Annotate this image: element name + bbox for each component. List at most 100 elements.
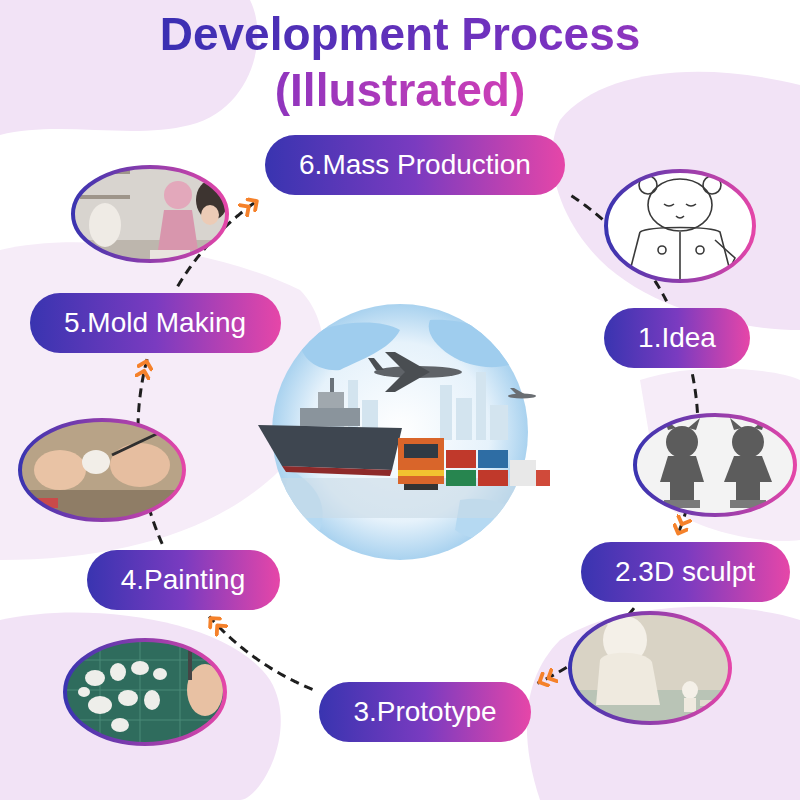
cargo-ship-part [258, 425, 402, 470]
parts-photo-part-part-part [111, 718, 129, 732]
workshop-photo-part [73, 167, 227, 261]
parts-photo-part-part-part [78, 687, 90, 697]
parts-photo-part-part-part [85, 670, 105, 686]
idea-sketch-part-part-part [625, 232, 640, 290]
idea-sketch-part [606, 171, 754, 281]
step-label: 6.Mass Production [299, 148, 531, 182]
process-pill: 4.Painting [87, 550, 280, 610]
containers [446, 450, 550, 486]
sculpt-render-part-part-part [660, 456, 704, 482]
process-pill: 6.Mass Production [265, 135, 565, 195]
workshop-photo-part-part [70, 160, 230, 270]
parts-photo-part [65, 640, 225, 744]
step-label: 4.Painting [121, 563, 246, 597]
freight-train-part [398, 470, 444, 476]
parts-photo-part-part-part [153, 668, 167, 680]
containers-part [446, 470, 476, 486]
continent [300, 323, 400, 371]
parts-photo-part-part-part [144, 690, 160, 710]
parts-photo-part-part-part [140, 635, 141, 750]
sculpt-render-part-part-part [730, 418, 742, 430]
sculpt-render-part-part-part [666, 426, 698, 458]
prototype-photo-part-part [596, 653, 660, 705]
cargo-ship-part [330, 378, 334, 392]
freight-train-part [404, 444, 438, 458]
step-label: 2.3D sculpt [615, 555, 755, 589]
sculpt-render-part-part-part [732, 426, 764, 458]
globe-illustration [258, 304, 550, 560]
containers-part [478, 470, 508, 486]
painting-photo-part [20, 420, 184, 520]
workshop-photo-part-part [89, 203, 121, 247]
background-blob [0, 613, 281, 800]
prototype-photo [565, 610, 735, 730]
continent [429, 320, 520, 367]
sculpt-render [630, 410, 800, 520]
sculpt-render-part-part-part [688, 418, 700, 430]
idea-sketch [600, 165, 760, 290]
prototype-photo-part-part [565, 610, 735, 730]
prototype-photo-part-part [682, 681, 698, 699]
parts-photo-part-part-part [88, 696, 112, 714]
idea-sketch-part-part-part [676, 216, 684, 218]
idea-sketch-part-part-part [664, 204, 674, 206]
containers-part [510, 460, 536, 486]
containers-part [446, 450, 476, 468]
idea-sketch-part-part-part [686, 204, 696, 206]
parts-photo [60, 635, 230, 750]
workshop-photo-part-part [164, 181, 192, 209]
prototype-photo-part-part [684, 698, 696, 712]
workshop-photo-part [70, 160, 230, 270]
step-label: 5.Mold Making [64, 306, 246, 340]
background-blob [527, 607, 800, 800]
airplane-icon-part [385, 352, 430, 372]
airplane-icon [368, 352, 462, 392]
parts-photo-part-part-part [60, 720, 230, 721]
background-blob [552, 72, 800, 330]
parts-photo-part [60, 635, 230, 750]
city-skyline-part [490, 405, 508, 440]
parts-photo-part-part [78, 661, 167, 732]
idea-sketch-part-part-part [658, 246, 666, 254]
process-pill: 3.Prototype [319, 682, 531, 742]
parts-photo-part-part-part [180, 635, 181, 750]
painting-photo-part-part [34, 450, 86, 490]
idea-sketch-part-part-part [648, 179, 712, 231]
step-label: 1.Idea [638, 321, 716, 355]
sculpt-render-part-part [630, 410, 800, 520]
cargo-ship-part [318, 392, 344, 408]
process-pill: 2.3D sculpt [581, 542, 790, 602]
city-skyline-part [456, 398, 472, 440]
painting-photo-part [18, 418, 188, 525]
airplane-icon-part [510, 388, 528, 396]
parts-photo-part-part [188, 650, 192, 680]
city-skyline-part [440, 385, 452, 440]
airplane-icon-part [368, 358, 384, 370]
airplane-icon [508, 388, 536, 399]
dashed-connector [209, 617, 312, 690]
airplane-icon-part [385, 372, 430, 392]
workshop-photo-part-part [201, 205, 219, 225]
freight-train-part [404, 484, 438, 490]
painting-photo [18, 418, 188, 525]
parts-photo-part-part-part [110, 663, 126, 681]
prototype-photo-part [570, 613, 730, 723]
cargo-ship [258, 378, 402, 476]
painting-photo-part-part [110, 443, 170, 487]
sculpt-render-part-part [660, 418, 772, 506]
parts-photo-part-part [60, 635, 230, 750]
cargo-ship-part [300, 408, 360, 426]
sculpt-render-part [635, 415, 795, 515]
parts-photo-part-part-part [131, 661, 149, 675]
cargo-ship-part [282, 466, 392, 476]
idea-sketch-part-part-part [696, 246, 704, 254]
freight-train-part [398, 438, 444, 484]
sculpt-render-part-part [664, 500, 766, 508]
workshop-photo-part-part [158, 210, 198, 250]
painting-photo-part-part [82, 450, 110, 474]
sculpt-render-part-part-part [724, 456, 772, 482]
diagram-title: Development Process (Illustrated) [160, 8, 641, 116]
